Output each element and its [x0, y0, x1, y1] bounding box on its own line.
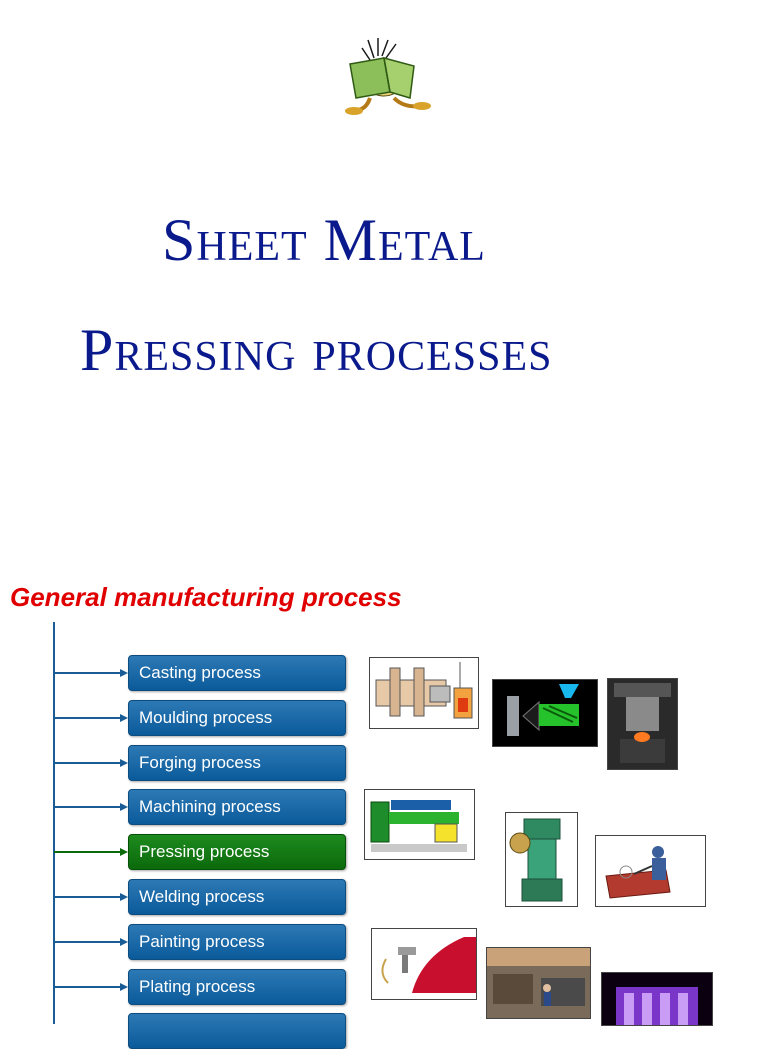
- connector-arrowhead: [120, 848, 128, 856]
- connector-arrowhead: [120, 803, 128, 811]
- process-item[interactable]: Casting process: [128, 655, 346, 691]
- process-label: Moulding process: [139, 708, 273, 727]
- spray-painting-illustration: [371, 928, 477, 1000]
- process-label: Forging process: [139, 753, 261, 772]
- process-item[interactable]: Plating process: [128, 969, 346, 1005]
- section-heading: General manufacturing process: [10, 582, 402, 612]
- plasma-process-photo: [601, 972, 713, 1026]
- connector-arrowhead: [120, 983, 128, 991]
- connector-arrowhead: [120, 759, 128, 767]
- process-item[interactable]: Machining process: [128, 789, 346, 825]
- process-label: Plating process: [139, 977, 256, 996]
- forging-press-photo: [607, 678, 678, 770]
- process-item[interactable]: [128, 1013, 346, 1049]
- moulding-machine-illustration: [492, 679, 598, 747]
- slide-title-line-2: Pressing processes: [80, 317, 553, 383]
- lathe-machine-illustration: [364, 789, 475, 860]
- process-item[interactable]: Welding process: [128, 879, 346, 915]
- process-item[interactable]: Painting process: [128, 924, 346, 960]
- process-label: Casting process: [139, 663, 261, 682]
- process-label: Pressing process: [139, 842, 270, 861]
- connector-arrowhead: [120, 938, 128, 946]
- process-item[interactable]: Moulding process: [128, 700, 346, 736]
- reading-frog-mascot: [340, 36, 432, 118]
- process-label: Welding process: [139, 887, 265, 906]
- pressing-machine-illustration: [505, 812, 578, 907]
- casting-machine-illustration: [369, 657, 479, 729]
- slide-title-line-1: Sheet Metal: [162, 207, 486, 273]
- process-item[interactable]: Forging process: [128, 745, 346, 781]
- connector-arrowhead: [120, 893, 128, 901]
- connector-arrowhead: [120, 669, 128, 677]
- process-label: Machining process: [139, 797, 281, 816]
- plating-plant-photo: [486, 947, 591, 1019]
- connector-arrowhead: [120, 714, 128, 722]
- welding-worker-illustration: [595, 835, 706, 907]
- process-item[interactable]: Pressing process: [128, 834, 346, 870]
- process-label: Painting process: [139, 932, 265, 951]
